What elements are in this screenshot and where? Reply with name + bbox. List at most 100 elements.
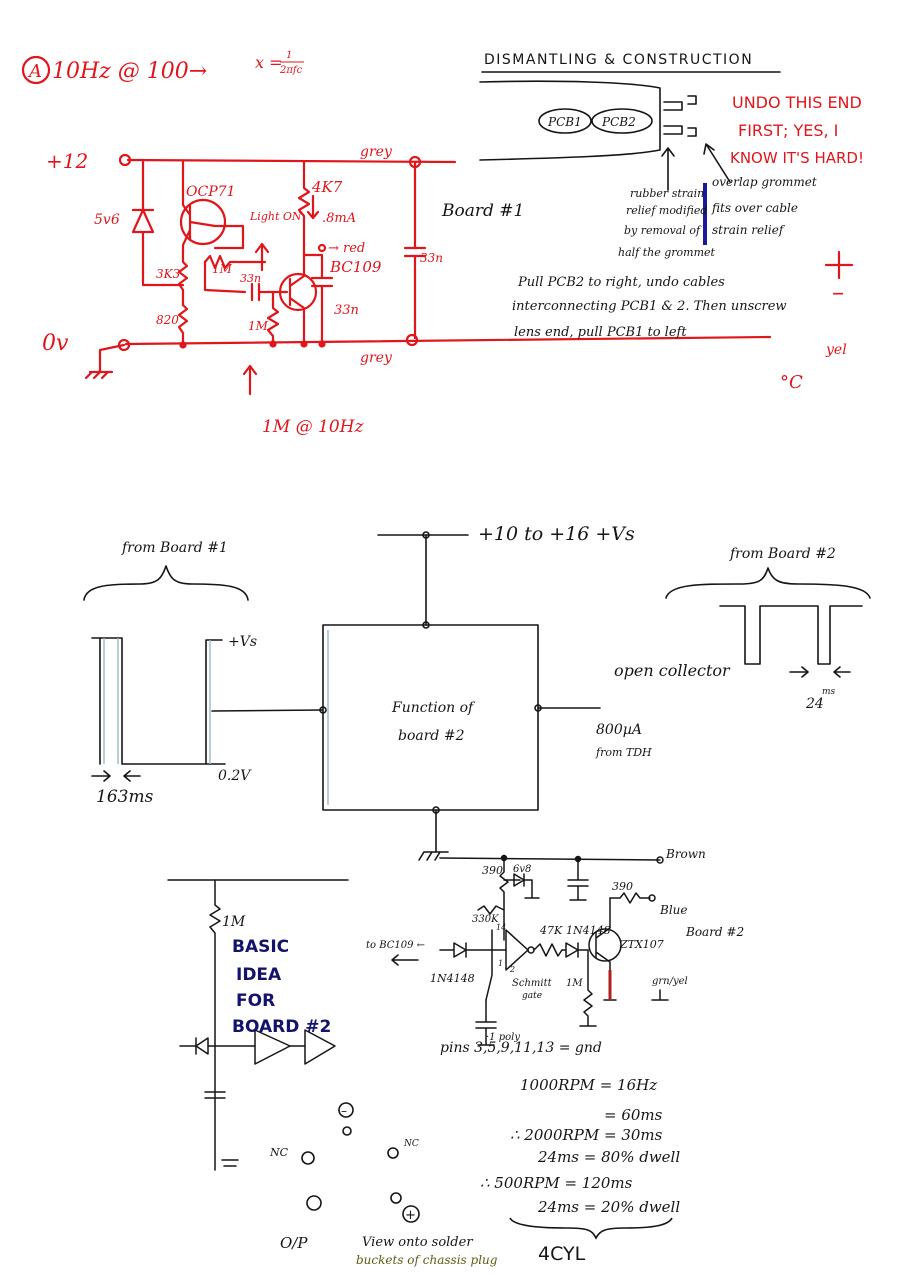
plug-pin-plus [402, 1205, 420, 1223]
current-label: .8mA [322, 211, 356, 226]
zener-6v8 [503, 873, 540, 899]
margin-minus: – [832, 278, 844, 306]
plug-minus: – [341, 1104, 347, 1118]
grn-yel-ground [651, 989, 669, 1001]
resistor-820-label: 820 [156, 313, 179, 327]
pulse-width: 24 [805, 696, 824, 712]
from-board1: from Board #1 [121, 540, 228, 556]
plug-op: O/P [280, 1234, 308, 1252]
resistor-390-a-label: 390 [482, 864, 503, 877]
bottom-arrow [242, 364, 258, 396]
period-arrows [91, 770, 141, 782]
basic-idea-1: BASIC [232, 937, 289, 957]
resistor-1m-label: 1M [566, 978, 583, 989]
rpm-line6: 24ms = 20% dwell [537, 1198, 680, 1216]
transistor1-body [179, 198, 227, 246]
schmitt-gate [505, 929, 529, 971]
formula-lhs: x = [255, 53, 283, 72]
pulse-unit: ms [822, 687, 836, 697]
undo-line1: UNDO THIS END [732, 93, 862, 112]
resistor-3k3 [177, 260, 189, 307]
rubber-line3: by removal of [624, 224, 702, 237]
brace-board1 [83, 565, 249, 601]
brown-label: Brown [665, 847, 706, 861]
end-cap-parts [663, 95, 697, 137]
resistor-1m-a [203, 254, 267, 270]
pin-b-label: 2 [509, 965, 515, 974]
rubber-line2: relief modified [626, 204, 707, 217]
section1-labels: A 10Hz @ 100→ x = 1 2πfc +12 0v 5v6 OCP7… [27, 50, 443, 437]
current-line2: from TDH [595, 746, 652, 759]
supply-node [422, 531, 430, 539]
basic-ground [221, 1159, 239, 1167]
diode-mid-label: 1N4148 [566, 924, 611, 937]
function-box [322, 624, 539, 811]
plug-plus: + [405, 1208, 416, 1223]
zener-label: 5v6 [94, 212, 120, 228]
current-line1: 800µA [596, 722, 642, 738]
waveform-board2 [719, 605, 863, 665]
resistor-1m-b-label: 1M [248, 319, 269, 333]
plug-labels: – NC NC + O/P View onto solder buckets o… [269, 1104, 498, 1267]
box-top-node [422, 621, 430, 629]
dismantling-labels: DISMANTLING & CONSTRUCTION PCB1 PCB2 UND… [441, 52, 864, 393]
title-marker: A [27, 61, 42, 82]
block-labels: +10 to +16 +Vs from Board #1 +Vs 0.2V 16… [96, 523, 836, 807]
basic-1m-label: 1M [222, 914, 246, 930]
rubber-line1: rubber strain [630, 187, 704, 200]
board2-labels: Brown 390 6v8 330K 14 to BC109 ← 1N4148 … [222, 847, 744, 1056]
rpm-line3: ∴ 2000RPM = 30ms [510, 1126, 663, 1144]
waveform-board1 [91, 637, 226, 765]
plug-nc2: NC [403, 1139, 419, 1149]
pull-line3: lens end, pull PCB1 to left [514, 325, 687, 340]
gate-input [485, 929, 507, 1001]
pull-line1: Pull PCB2 to right, undo cables [517, 275, 725, 290]
plug-pin-nc2 [387, 1147, 399, 1159]
pcb2-outline [591, 108, 653, 134]
margin-yel: yel [825, 342, 847, 358]
schmitt-line1: Schmitt [512, 978, 553, 989]
capacitor-33n-b-label: 33n [334, 303, 359, 318]
pull-line2: interconnecting PCB1 & 2. Then unscrew [512, 299, 787, 314]
board2-label: Board #2 [685, 925, 744, 939]
cyl-brace [509, 1217, 673, 1240]
resistor-1m-b [266, 290, 280, 346]
rubber-pointer [661, 147, 675, 191]
basic-idea-2: IDEA [236, 965, 282, 985]
zener-6v8-label: 6v8 [513, 864, 531, 875]
schmitt-line2: gate [522, 991, 542, 1001]
formula-num: 1 [286, 50, 292, 61]
pin14-label: 14 [496, 923, 506, 932]
basic-gate2 [289, 1029, 336, 1065]
resistor-330k [477, 905, 505, 915]
gnd-wire-label: grn/yel [652, 976, 688, 987]
resistor-47k [533, 943, 563, 957]
gate-bubble [527, 946, 535, 954]
board2-circuit [391, 854, 669, 1046]
transistor2-body [278, 272, 318, 312]
waveform-highlights [103, 630, 329, 805]
open-collector: open collector [614, 661, 731, 680]
function-line1: Function of [391, 700, 476, 716]
title-marker-circle [21, 55, 51, 85]
basic-idea-4: BOARD #2 [232, 1017, 331, 1037]
ztx107-leads [595, 897, 617, 1001]
resistor-4k7-label: 4K7 [311, 178, 343, 196]
grey-top-label: grey [360, 144, 393, 160]
plug-nc1: NC [269, 1146, 289, 1159]
pcb1-outline [538, 108, 592, 134]
rpm-line1: 1000RPM = 16Hz [520, 1076, 657, 1094]
supply-zero: 0v [42, 331, 69, 356]
board1-label: Board #1 [441, 201, 524, 221]
resistor-4k7 [297, 160, 311, 257]
supply-positive: +12 [46, 149, 88, 173]
capacitor-33n-c-label: 33n [420, 251, 443, 265]
plug-pin-minus [338, 1102, 354, 1118]
poly-label: ·1 poly [486, 1032, 520, 1043]
from-board2: from Board #2 [729, 546, 836, 562]
poly-cap [475, 999, 497, 1046]
grey-top-terminal [408, 155, 422, 169]
to-bc109-label: to BC109 ← [366, 940, 425, 951]
function-line2: board #2 [398, 728, 465, 744]
